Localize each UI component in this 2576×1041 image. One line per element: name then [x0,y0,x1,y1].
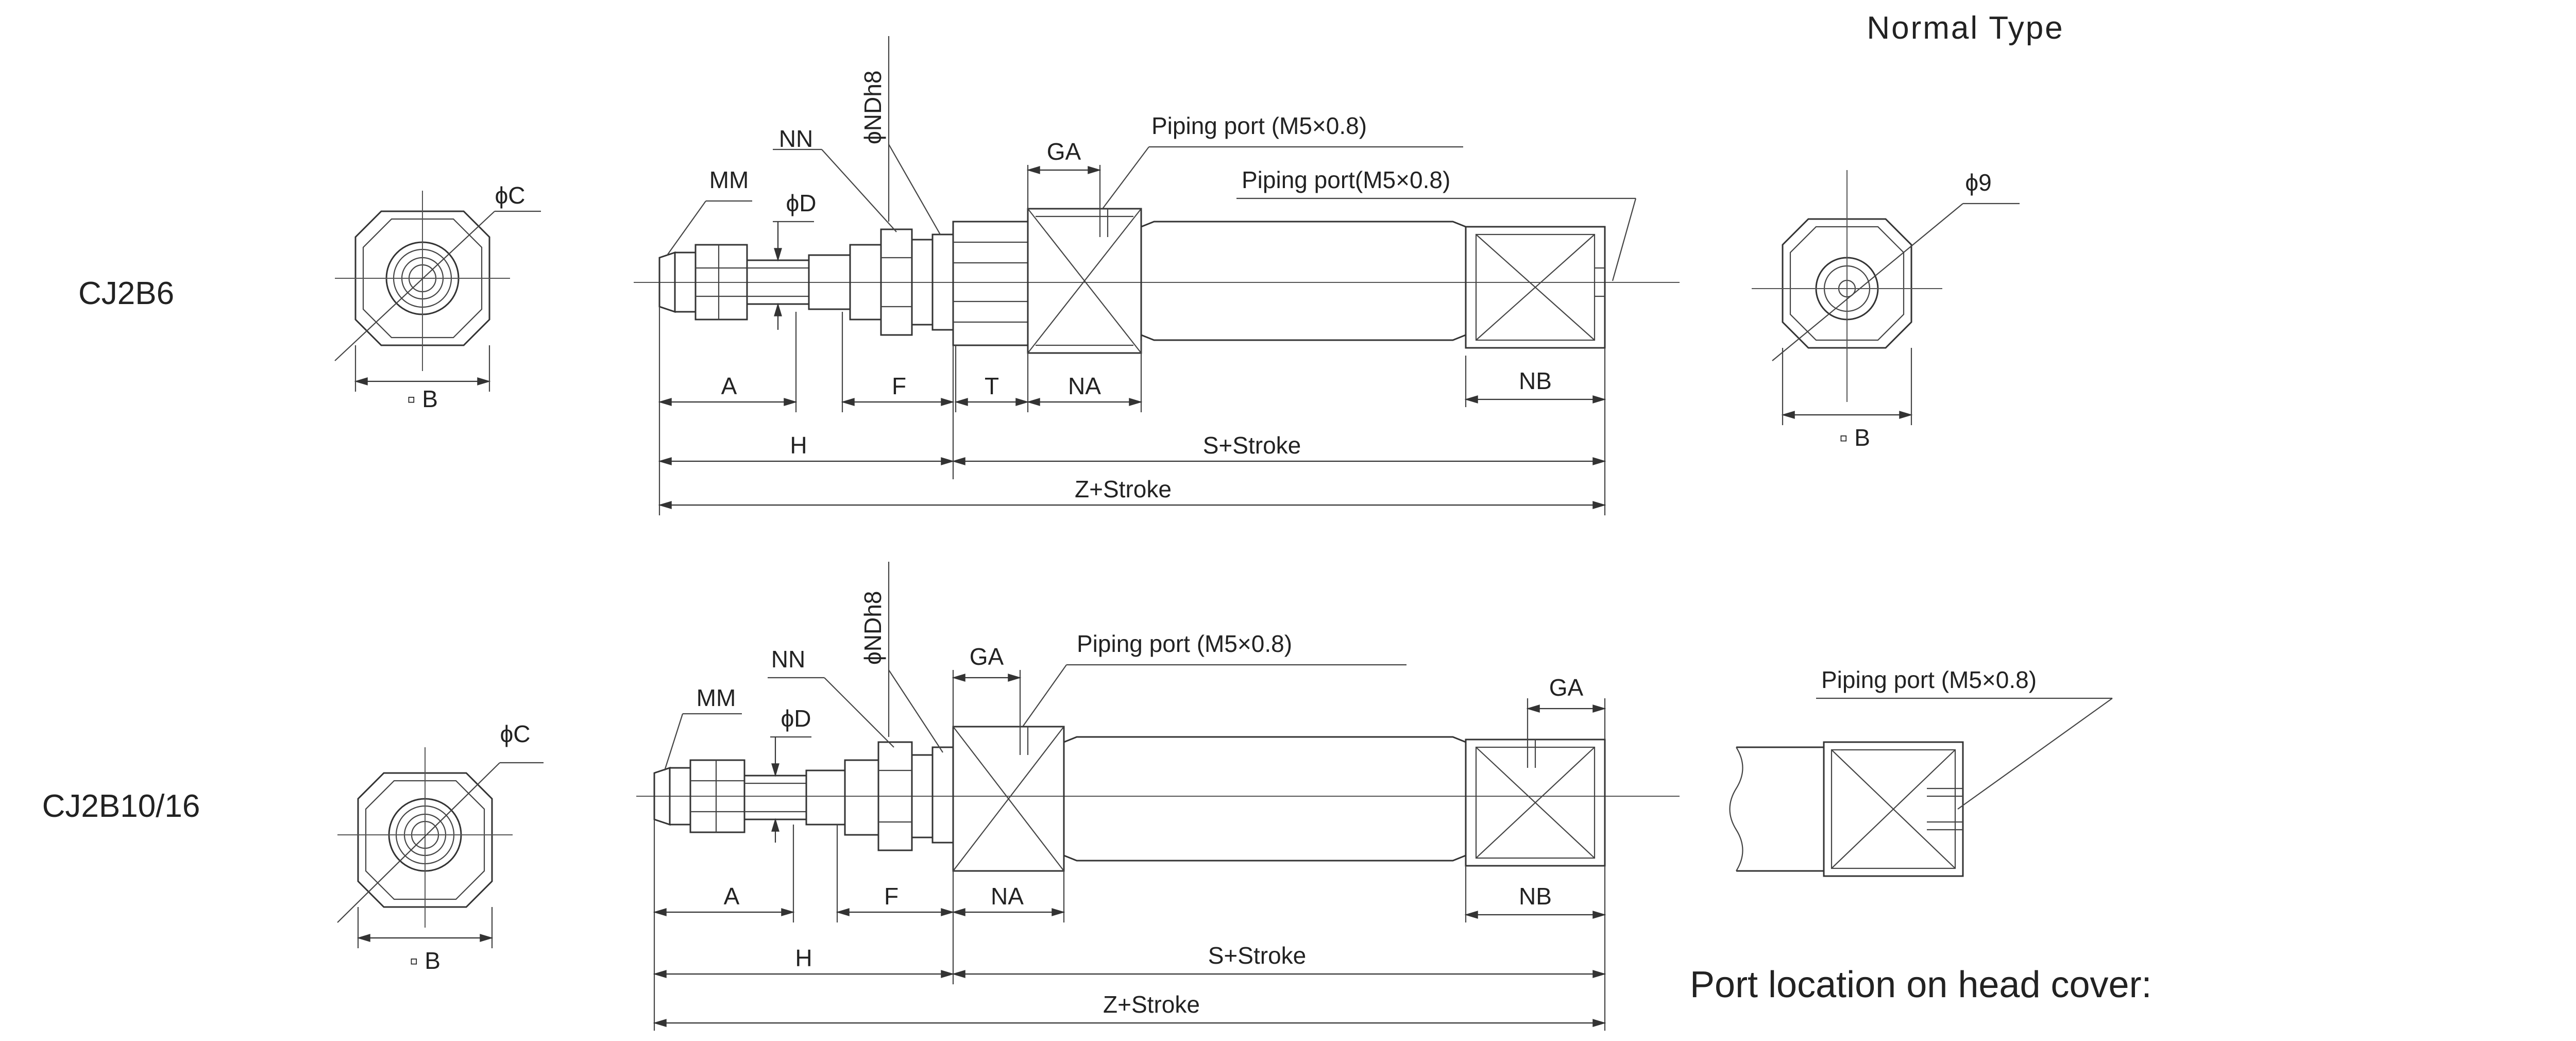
label-mm-bottom: MM [697,684,736,711]
label-square-b-top-left: ▫ B [407,385,438,412]
label-nd-bottom: ϕNDh8 [859,591,886,665]
port-location-caption: Port location on head cover: [1690,964,2152,1005]
label-phi-c-bottom: ϕC [500,720,531,747]
label-square-b-bottom: ▫ B [410,947,440,974]
label-phi-c-top: ϕC [495,182,526,209]
label-h-bottom: H [795,945,812,971]
label-phi-9: ϕ9 [1965,169,1991,196]
piping-port-label-3: Piping port (M5×0.8) [1077,630,1292,657]
label-h-top: H [790,432,807,459]
side-view-bottom [636,562,1680,1031]
label-f-top: F [892,373,906,399]
end-view-right-top [1752,170,2020,425]
label-phi-d-top: ϕD [786,190,817,216]
label-ga-bottom-right: GA [1549,674,1584,701]
label-phi-d-bottom: ϕD [781,705,811,732]
label-nd-top: ϕNDh8 [859,71,886,144]
label-ga-top: GA [1047,138,1081,165]
model-label-cj2b6: CJ2B6 [78,276,174,311]
piping-port-label-1: Piping port (M5×0.8) [1151,112,1367,139]
model-label-cj2b10-16: CJ2B10/16 [42,788,200,824]
label-nn-top: NN [779,125,813,152]
piping-port-label-4: Piping port (M5×0.8) [1821,666,2037,693]
label-a-bottom: A [724,883,740,910]
page-title: Normal Type [1867,10,2064,46]
label-mm-top: MM [709,166,749,193]
label-z-stroke-bottom: Z+Stroke [1103,991,1200,1018]
label-z-stroke-top: Z+Stroke [1075,476,1172,502]
label-s-stroke-top: S+Stroke [1203,432,1301,459]
port-location-detail [1729,697,2113,877]
label-a-top: A [721,373,737,399]
label-nn-bottom: NN [771,646,805,673]
piping-port-label-2: Piping port(M5×0.8) [1242,166,1450,193]
label-f-bottom: F [884,883,899,910]
label-square-b-top-right: ▫ B [1839,424,1870,451]
label-nb-top: NB [1519,367,1552,394]
label-t-top: T [985,373,999,399]
label-na-top: NA [1068,373,1101,399]
label-ga-bottom-left: GA [970,643,1004,670]
side-view-top [634,36,1680,515]
end-view-left-top [334,191,541,392]
label-na-bottom: NA [991,883,1024,910]
label-nb-bottom: NB [1519,883,1552,910]
label-s-stroke-bottom: S+Stroke [1208,942,1307,969]
end-view-left-bottom [337,747,544,948]
